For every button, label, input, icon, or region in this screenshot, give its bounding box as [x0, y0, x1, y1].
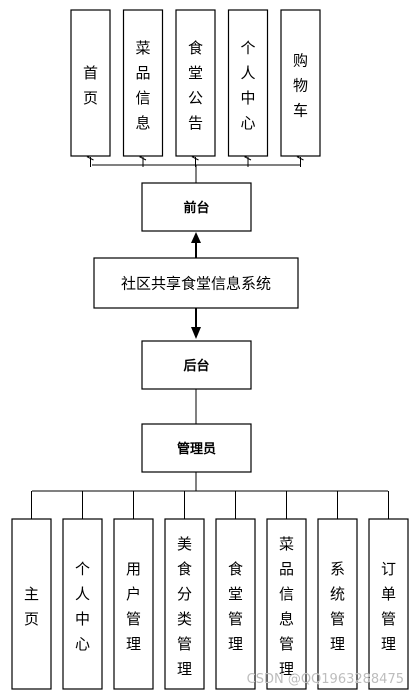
admin-module-box [215, 518, 256, 690]
frontend-module-label: 食堂公告 [188, 39, 203, 132]
arrow-head-frontend [191, 232, 201, 243]
watermark: CSDN @QQ1963288475 [247, 672, 404, 687]
admin-module-box [266, 518, 307, 690]
frontend-module-4: 购物车 [280, 9, 321, 167]
admin-module-4: 食堂管理 [215, 491, 256, 690]
frontend-module-box [122, 9, 164, 157]
frontend-module-3: 个人中心 [227, 9, 269, 167]
admin-module-box [11, 518, 52, 690]
system-box [93, 257, 299, 309]
admin-module-label: 系统管理 [330, 560, 345, 653]
admin-box [141, 423, 252, 473]
admin-module-box [368, 518, 409, 690]
admin-module-label: 食堂管理 [228, 560, 243, 653]
admin-module-label: 用户管理 [126, 560, 141, 653]
admin-module-label: 菜品信息管理 [279, 535, 294, 678]
frontend-module-box [280, 9, 321, 157]
backend-box [141, 340, 252, 390]
admin-module-6: 系统管理 [317, 491, 358, 690]
frontend-module-box [70, 9, 111, 157]
frontend-module-2: 食堂公告 [175, 9, 216, 167]
admin-module-2: 用户管理 [113, 491, 154, 690]
admin-module-label: 主页 [24, 585, 39, 628]
admin-module-3: 美食分类管理 [164, 491, 205, 690]
frontend-box [141, 182, 252, 232]
admin-module-7: 订单管理 [368, 491, 409, 690]
frontend-module-box [175, 9, 216, 157]
backend-label: 后台 [183, 358, 209, 374]
admin-module-box [164, 518, 205, 690]
frontend-module-label: 购物车 [293, 52, 308, 120]
admin-label: 管理员 [177, 441, 216, 457]
frontend-module-label: 首页 [83, 64, 98, 107]
frontend-module-label: 菜品信息 [135, 39, 150, 132]
frontend-module-box [227, 9, 269, 157]
admin-modules: 主页 个人中心 用户管理 美食分类管理 食堂管理 菜品信息管理 系统管理 订单管理 [11, 491, 409, 690]
admin-module-label: 订单管理 [381, 560, 396, 653]
admin-module-box [113, 518, 154, 690]
admin-module-5: 菜品信息管理 [266, 491, 307, 690]
admin-module-label: 美食分类管理 [177, 535, 192, 678]
admin-module-1: 个人中心 [62, 491, 103, 690]
admin-module-box [62, 518, 103, 690]
admin-module-0: 主页 [11, 491, 52, 690]
frontend-module-0: 首页 [70, 9, 111, 167]
admin-module-label: 个人中心 [75, 560, 90, 653]
system-label: 社区共享食堂信息系统 [121, 275, 271, 293]
frontend-module-1: 菜品信息 [122, 9, 164, 167]
frontend-modules: 首页 菜品信息 食堂公告 个人中心 购物车 [70, 9, 321, 167]
frontend-label: 前台 [183, 200, 209, 216]
frontend-module-label: 个人中心 [240, 39, 255, 132]
arrow-head-backend [191, 327, 201, 339]
admin-module-box [317, 518, 358, 690]
